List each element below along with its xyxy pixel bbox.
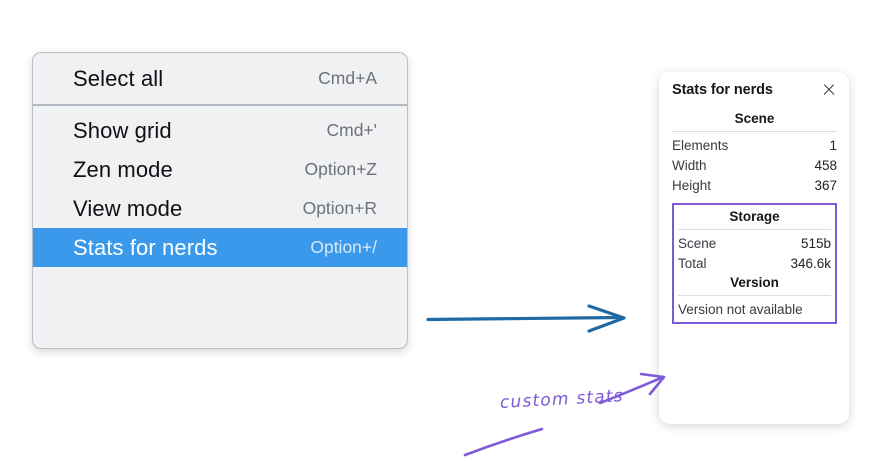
menu-item-shortcut: Option+R [302,198,377,218]
stat-key: Height [672,177,712,193]
version-divider [678,295,831,296]
menu-bottom-padding [33,267,407,286]
menu-item-shortcut: Cmd+A [318,68,377,88]
purple-underline-stroke [463,427,544,457]
context-menu: Select all Cmd+A Show grid Cmd+' Zen mod… [32,52,408,349]
custom-stats-highlight-box: Storage Scene 515b Total 346.6k Version … [672,203,837,324]
menu-item-stats-for-nerds[interactable]: Stats for nerds Option+/ [33,228,407,267]
scene-divider [672,131,837,132]
menu-item-select-all[interactable]: Select all Cmd+A [33,59,407,98]
scene-section-heading: Scene [734,111,775,126]
menu-item-shortcut: Option+Z [304,159,377,179]
menu-item-label: Stats for nerds [73,234,218,260]
version-status-text: Version not available [678,302,803,317]
close-icon[interactable] [821,82,837,98]
version-section-heading: Version [730,275,779,290]
stat-row-elements: Elements 1 [672,135,837,155]
stats-panel-header: Stats for nerds [672,82,837,98]
menu-group-primary: Select all Cmd+A [33,53,407,104]
menu-item-view-mode[interactable]: View mode Option+R [33,189,407,228]
custom-stats-annotation-label: custom stats [499,386,625,413]
menu-separator [33,104,407,106]
stat-row-storage-total: Total 346.6k [678,253,831,273]
stat-key: Scene [678,235,717,251]
menu-item-label: Select all [73,65,164,91]
menu-item-show-grid[interactable]: Show grid Cmd+' [33,111,407,150]
storage-divider [678,229,831,230]
menu-item-label: Zen mode [73,156,173,182]
stat-value: 458 [814,157,837,173]
menu-item-zen-mode[interactable]: Zen mode Option+Z [33,150,407,189]
stat-row-storage-scene: Scene 515b [678,233,831,253]
stat-key: Elements [672,137,729,153]
stat-value: 515b [800,235,831,251]
stat-row-height: Height 367 [672,175,837,195]
stats-panel: Stats for nerds Scene Elements 1 Width 4… [659,72,849,424]
blue-arrow-annotation [426,304,626,333]
storage-section-heading: Storage [729,209,780,224]
stat-value: 1 [829,137,837,153]
stat-value: 367 [814,177,837,193]
stat-key: Width [672,157,707,173]
menu-group-view: Show grid Cmd+' Zen mode Option+Z View m… [33,106,407,286]
stats-panel-title: Stats for nerds [672,82,773,98]
stat-key: Total [678,255,707,271]
menu-item-shortcut: Option+/ [310,237,377,257]
stat-value: 346.6k [790,255,831,271]
menu-item-label: Show grid [73,117,172,143]
menu-item-shortcut: Cmd+' [326,120,377,140]
menu-item-label: View mode [73,195,183,221]
stat-row-width: Width 458 [672,155,837,175]
